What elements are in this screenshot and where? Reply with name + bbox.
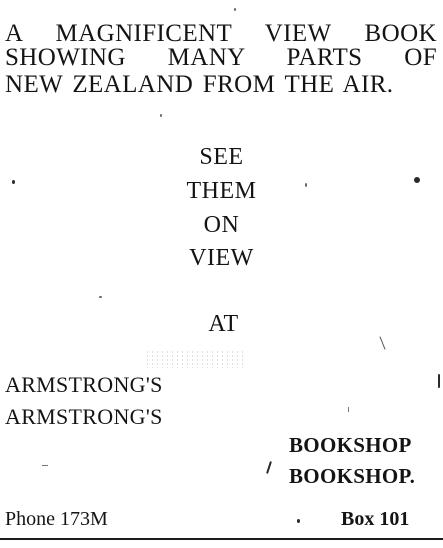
print-speck <box>266 461 272 474</box>
print-speck <box>42 465 48 466</box>
cta-word-on: ON <box>203 212 240 238</box>
print-noise <box>145 350 245 368</box>
store-name-line-2: ARMSTRONG'S <box>5 404 163 429</box>
print-speck <box>234 8 236 11</box>
print-speck <box>297 519 300 523</box>
print-speck <box>99 296 102 298</box>
cta-word-at: AT <box>208 311 239 337</box>
store-name-line-1: ARMSTRONG'S <box>5 372 163 397</box>
cta-word-view: VIEW <box>189 245 254 271</box>
print-speck <box>305 183 307 187</box>
headline-line-3: NEW ZEALAND FROM THE AIR. <box>5 71 394 98</box>
print-speck <box>160 114 162 117</box>
phone-number: Phone 173M <box>5 508 108 530</box>
cta-word-see: SEE <box>199 144 244 170</box>
bottom-rule <box>0 538 443 540</box>
print-speck <box>379 336 386 350</box>
print-speck <box>348 407 349 412</box>
cta-word-them: THEM <box>186 178 257 204</box>
store-type-line-2: BOOKSHOP. <box>289 464 416 488</box>
store-type-line-1: BOOKSHOP <box>289 433 412 457</box>
headline-line-2: SHOWING MANY PARTS OF <box>5 44 437 71</box>
print-speck <box>438 374 440 388</box>
print-speck <box>414 177 420 183</box>
headline-line-1: A MAGNIFICENT VIEW BOOK <box>5 20 437 47</box>
box-number: Box 101 <box>341 508 410 530</box>
print-speck <box>12 180 15 184</box>
